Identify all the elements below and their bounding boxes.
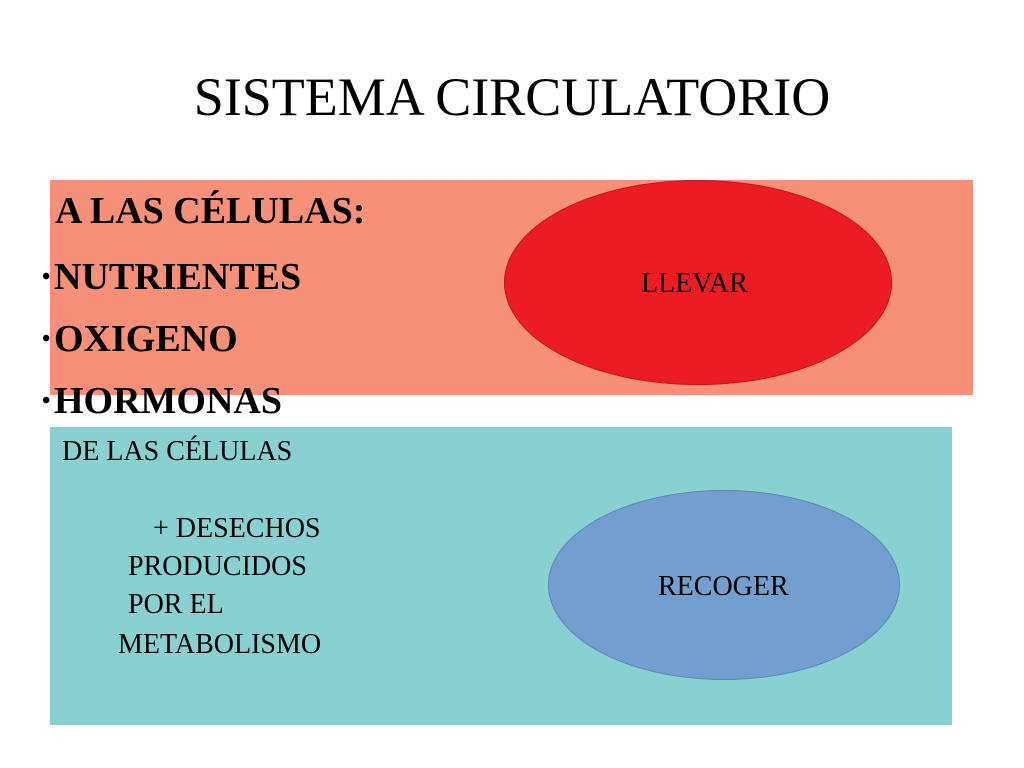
top-section-list: • NUTRIENTES • OXIGENO • HORMONAS [42, 246, 301, 432]
por-el-line: POR EL [128, 589, 224, 620]
metabolismo-line: METABOLISMO [118, 629, 322, 660]
bullet-icon: • [42, 326, 51, 352]
list-item-hormonas: • HORMONAS [42, 370, 301, 432]
llevar-label: LLEVAR [641, 268, 748, 299]
list-item-label: OXIGENO [54, 318, 238, 360]
bullet-icon: • [42, 264, 51, 290]
recoger-ellipse [548, 490, 900, 680]
list-item-nutrientes: • NUTRIENTES [42, 246, 301, 308]
llevar-ellipse [504, 180, 892, 385]
list-item-oxigeno: • OXIGENO [42, 308, 301, 370]
list-item-label: HORMONAS [54, 380, 282, 422]
bullet-icon: • [42, 388, 51, 414]
top-section-heading: A LAS CÉLULAS: [55, 190, 366, 232]
recoger-label: RECOGER [658, 571, 789, 602]
slide-title: SISTEMA CIRCULATORIO [193, 67, 831, 127]
list-item-label: NUTRIENTES [54, 256, 302, 298]
producidos-line: PRODUCIDOS [128, 551, 307, 582]
desechos-line: + DESECHOS [153, 513, 321, 544]
bottom-section-heading: DE LAS CÉLULAS [62, 436, 293, 467]
